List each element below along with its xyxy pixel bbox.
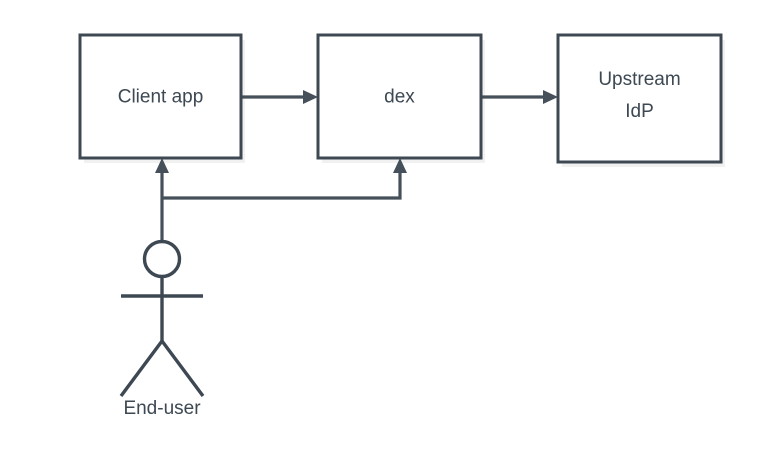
actor-end-user-label: End-user: [123, 398, 201, 419]
client-app-box: [78, 33, 243, 160]
upstream-idp-label-line1: Upstream: [598, 69, 680, 90]
edge-dex-to-upstream-idp-arrowhead: [543, 90, 558, 104]
dex-box: [316, 33, 483, 160]
edge-end-user-to-client-app[interactable]: [155, 158, 169, 241]
actor-head-icon: [142, 239, 182, 279]
actor-left-leg-icon: [119, 339, 164, 398]
actor-end-user[interactable]: End-user: [119, 239, 205, 420]
dex-label: dex: [384, 87, 415, 108]
edge-dex-to-upstream-idp[interactable]: [481, 90, 558, 104]
edge-end-user-to-client-app-arrowhead: [155, 158, 169, 173]
node-client-app[interactable]: Client app: [78, 33, 243, 160]
edge-end-user-to-dex-line: [162, 171, 402, 200]
actor-right-leg-icon: [160, 339, 205, 398]
upstream-idp-box: [556, 33, 723, 164]
client-app-label: Client app: [118, 87, 204, 108]
edge-end-user-to-dex-arrowhead: [393, 158, 407, 173]
node-dex[interactable]: dex: [316, 33, 483, 160]
node-upstream-idp[interactable]: Upstream IdP: [556, 33, 723, 164]
edge-client-app-to-dex-arrowhead: [303, 90, 318, 104]
upstream-idp-label-line2: IdP: [625, 101, 654, 122]
edge-end-user-to-dex[interactable]: [162, 158, 407, 200]
edge-client-app-to-dex[interactable]: [241, 90, 318, 104]
